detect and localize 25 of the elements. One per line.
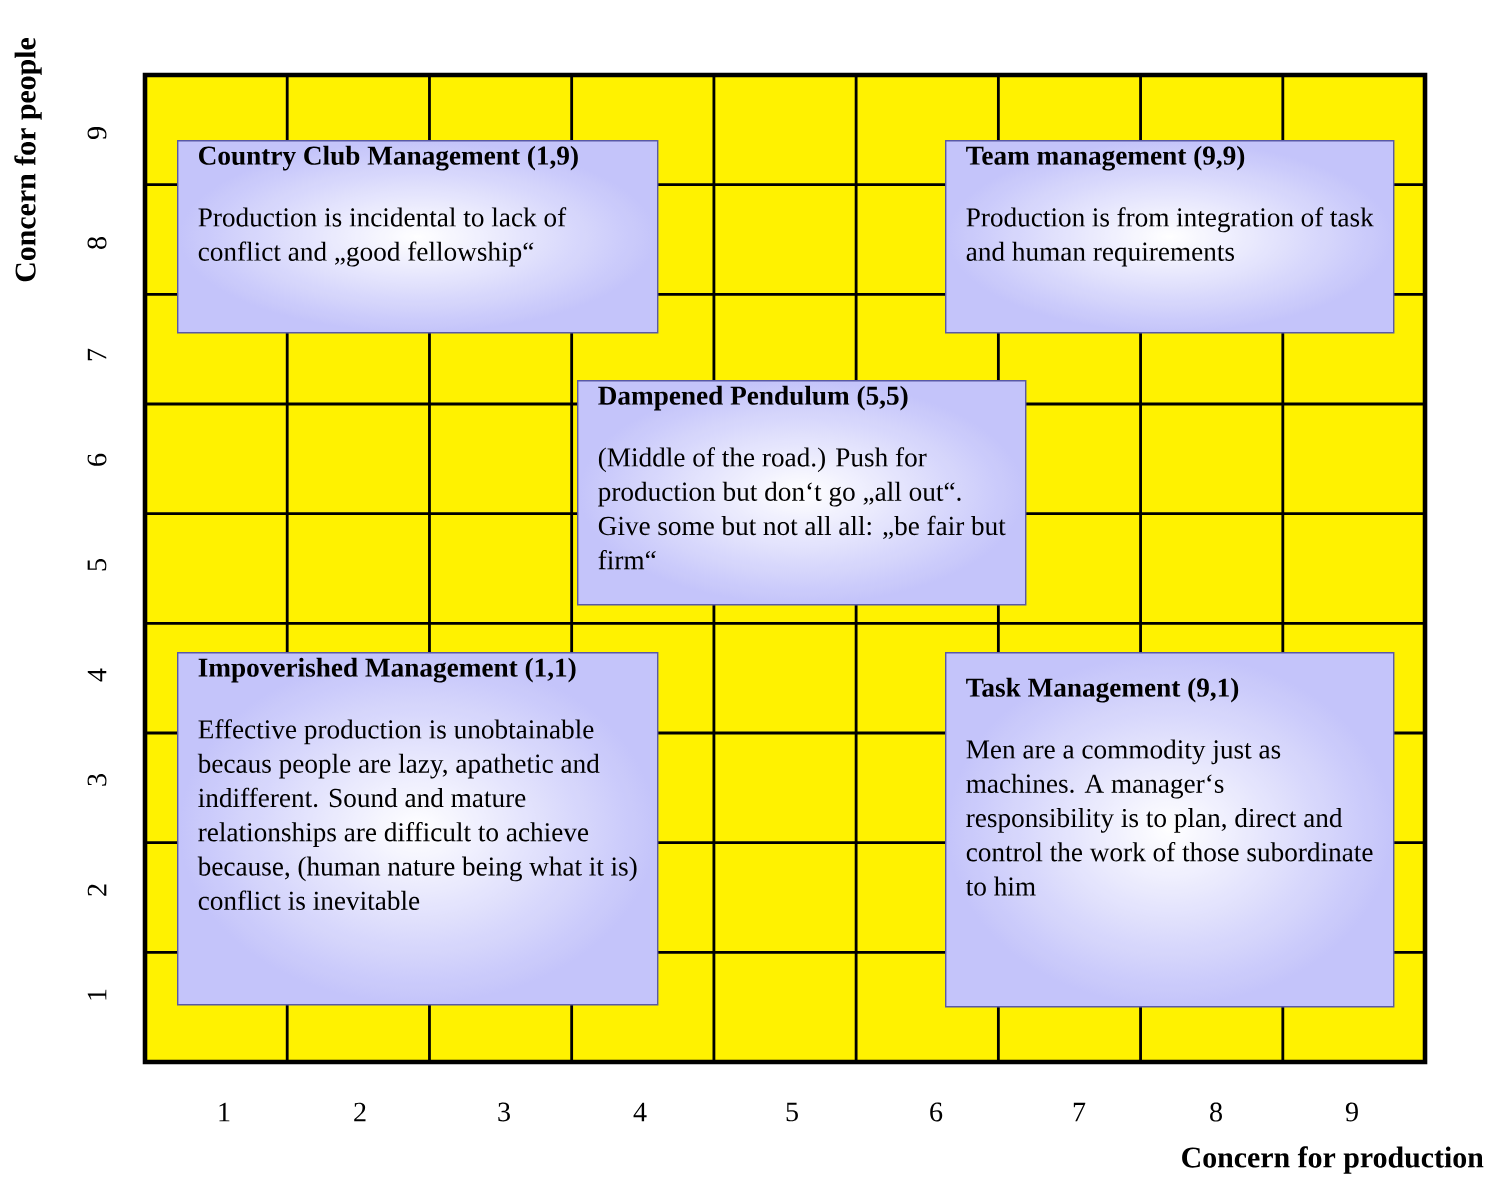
tick-label: 7 — [87, 348, 107, 361]
tick-label: 6 — [930, 1102, 943, 1122]
tick-label: 8 — [87, 237, 107, 249]
tick-label: 2 — [354, 1102, 366, 1122]
text-box: Team management (9,9) Production is from integration of task and human requirements — [945, 140, 1395, 334]
text-box: Dampened Pendulum (5,5) (Middle of the road.) Push for production but don‘t go „all out“. Give some but not all all: „be fair but firm“ — [577, 380, 1027, 606]
tick-label: 8 — [1210, 1102, 1222, 1122]
tick-label: 3 — [498, 1102, 510, 1122]
text-box: Task Management (9,1) Men are a commodity just as machines. A manager‘s responsibility is to plan, direct and control the work of those subordinate to him — [945, 652, 1395, 1008]
tick-label: 1 — [87, 989, 107, 1000]
tick-label: 9 — [87, 127, 107, 140]
tick-label: 7 — [1073, 1102, 1086, 1122]
tick-label: 9 — [1345, 1102, 1358, 1122]
text-box: Impoverished Management (1,1) Effective production is unobtainable becaus people are lazy, apathetic and indifferent. Sound and mature relationships are difficult to achieve because, (human nature being what it is) conflict is inevitable — [177, 652, 659, 1006]
tick-label: 1 — [219, 1102, 230, 1122]
tick-label: 2 — [87, 884, 107, 896]
tick-label: 6 — [87, 453, 107, 466]
tick-label: 4 — [633, 1102, 647, 1122]
text-box: Country Club Management (1,9) Production is incidental to lack of conflict and „good fellowship“ — [177, 140, 659, 334]
tick-label: 3 — [87, 774, 107, 786]
tick-label: 5 — [87, 559, 107, 571]
tick-label: 5 — [786, 1102, 798, 1122]
tick-label: 4 — [87, 668, 107, 682]
axis-title: Concern for people — [14, 37, 42, 282]
axis-title: Concern for production — [1182, 1146, 1484, 1174]
